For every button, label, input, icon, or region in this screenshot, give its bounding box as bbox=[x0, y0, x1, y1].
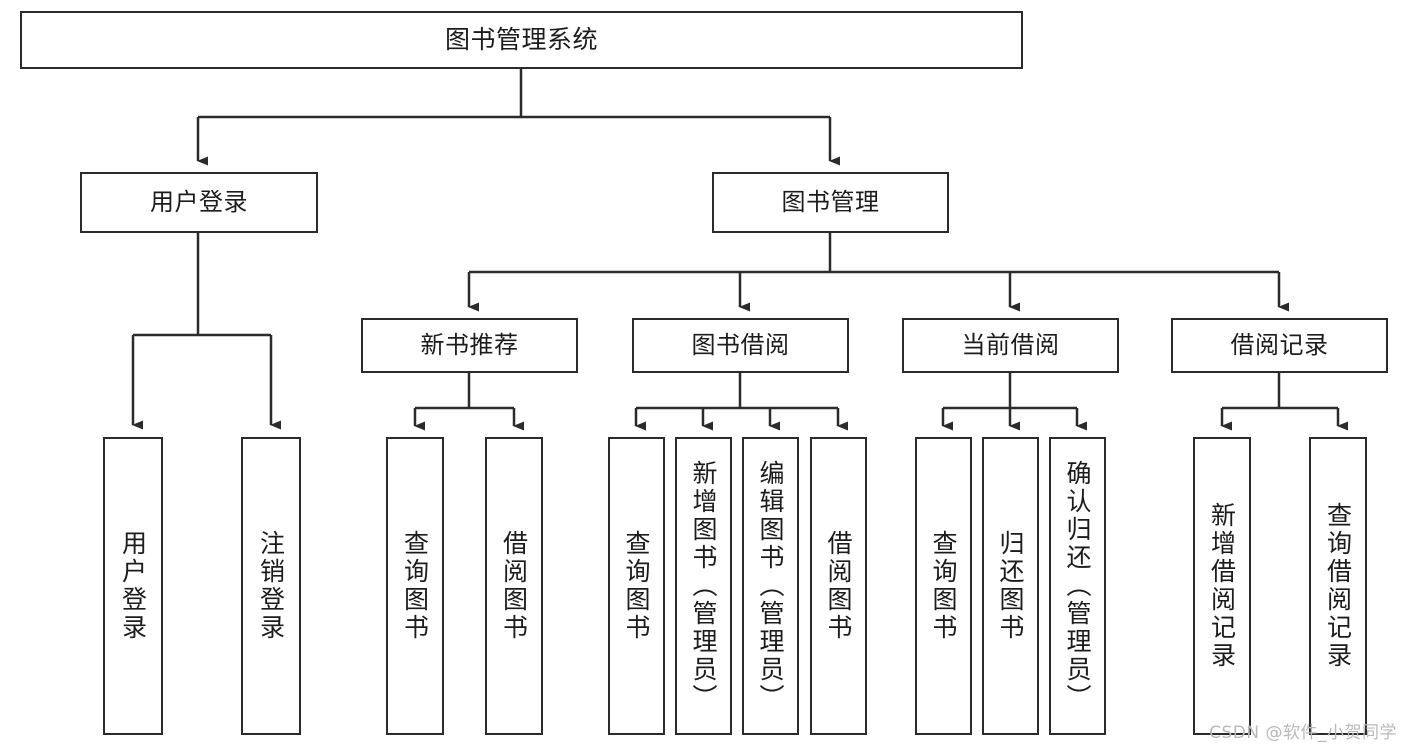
node-user-login[interactable]: 用户登录 bbox=[80, 172, 318, 233]
leaf-record-add-record[interactable]: 新增借阅记录 bbox=[1193, 437, 1251, 735]
node-label: 新增图书（管理员） bbox=[689, 460, 718, 712]
node-label: 图书管理 bbox=[781, 188, 880, 217]
watermark: CSDN @软件_小贺同学 bbox=[1209, 723, 1397, 743]
node-label: 图书借阅 bbox=[691, 331, 790, 360]
leaf-user-login-login[interactable]: 用户登录 bbox=[103, 437, 163, 735]
leaf-borrow-borrow-book[interactable]: 借阅图书 bbox=[810, 437, 867, 735]
node-label: 用户登录 bbox=[150, 188, 248, 217]
leaf-current-confirm-return-admin[interactable]: 确认归还（管理员） bbox=[1049, 437, 1106, 735]
leaf-borrow-query-book[interactable]: 查询图书 bbox=[608, 437, 665, 735]
node-new-book-recommend[interactable]: 新书推荐 bbox=[361, 318, 578, 373]
node-label: 新增借阅记录 bbox=[1207, 502, 1237, 670]
node-label: 归还图书 bbox=[996, 530, 1025, 642]
node-label: 图书管理系统 bbox=[444, 25, 598, 55]
node-label: 注销登录 bbox=[256, 530, 286, 642]
node-book-borrow[interactable]: 图书借阅 bbox=[632, 318, 849, 373]
leaf-current-return-book[interactable]: 归还图书 bbox=[982, 437, 1039, 735]
leaf-borrow-add-book-admin[interactable]: 新增图书（管理员） bbox=[675, 437, 732, 735]
leaf-current-query-book[interactable]: 查询图书 bbox=[915, 437, 972, 735]
leaf-new-book-query[interactable]: 查询图书 bbox=[386, 437, 444, 735]
node-label: 用户登录 bbox=[118, 530, 148, 642]
node-label: 查询图书 bbox=[929, 530, 958, 642]
node-label: 借阅记录 bbox=[1230, 331, 1329, 360]
leaf-borrow-edit-book-admin[interactable]: 编辑图书（管理员） bbox=[742, 437, 799, 735]
node-current-borrow[interactable]: 当前借阅 bbox=[902, 318, 1119, 373]
node-label: 查询图书 bbox=[400, 530, 430, 642]
node-label: 当前借阅 bbox=[961, 331, 1060, 360]
node-book-management[interactable]: 图书管理 bbox=[712, 172, 949, 233]
node-label: 查询借阅记录 bbox=[1323, 502, 1353, 670]
node-label: 借阅图书 bbox=[824, 530, 853, 642]
node-label: 借阅图书 bbox=[499, 530, 529, 642]
node-label: 新书推荐 bbox=[420, 331, 519, 360]
node-label: 确认归还（管理员） bbox=[1063, 460, 1092, 712]
leaf-new-book-borrow[interactable]: 借阅图书 bbox=[485, 437, 543, 735]
leaf-user-login-logout[interactable]: 注销登录 bbox=[241, 437, 301, 735]
node-label: 查询图书 bbox=[622, 530, 651, 642]
node-root-book-management-system[interactable]: 图书管理系统 bbox=[20, 11, 1023, 69]
node-label: 编辑图书（管理员） bbox=[756, 460, 785, 712]
leaf-record-query-record[interactable]: 查询借阅记录 bbox=[1309, 437, 1367, 735]
node-borrow-record[interactable]: 借阅记录 bbox=[1171, 318, 1388, 373]
